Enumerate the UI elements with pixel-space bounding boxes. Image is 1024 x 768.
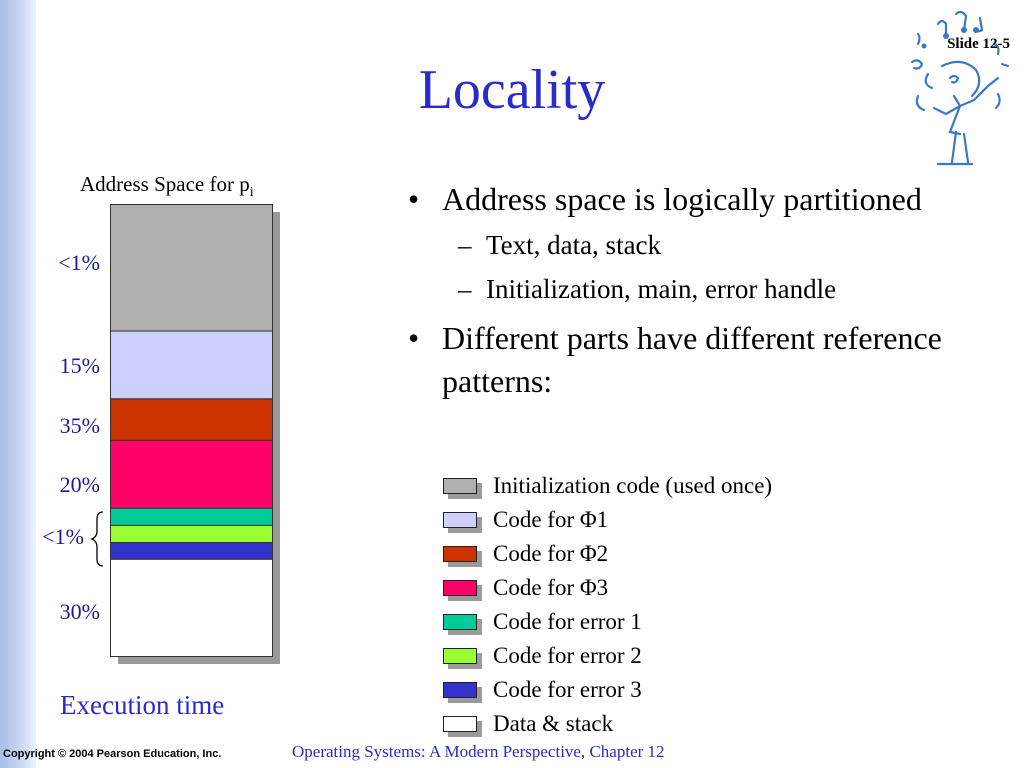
legend-label: Code for Φ3	[493, 575, 609, 600]
slide-number: Slide 12-5	[947, 36, 1010, 52]
execution-time-label: Execution time	[60, 690, 225, 720]
legend-swatch	[443, 614, 477, 630]
sub-bullet-text-data-stack: – Text, data, stack	[408, 223, 1008, 267]
percent-label-phi1: 15%	[59, 353, 100, 378]
legend-label: Initialization code (used once)	[493, 473, 773, 498]
bar-segment-5	[110, 524, 273, 544]
slide-title: Locality	[418, 59, 606, 121]
address-space-subscript: i	[249, 185, 254, 201]
percent-label-errors: <1%	[42, 524, 84, 549]
bar-segment-6	[110, 542, 273, 560]
legend-swatch	[443, 682, 477, 698]
legend-label: Code for error 1	[493, 609, 642, 634]
sub-bullet-glyph: –	[458, 230, 472, 260]
bar-segment-7	[110, 558, 273, 658]
sub-bullet-initialization: – Initialization, main, error handle	[408, 267, 1008, 311]
bullet-glyph: •	[408, 181, 420, 217]
legend-swatch	[443, 716, 477, 732]
bullet-reference-patterns: • Different parts have different referen…	[408, 317, 1008, 403]
legend-swatch	[443, 546, 477, 562]
curly-brace-icon	[90, 511, 104, 567]
legend-swatch	[443, 512, 477, 528]
bar-segment-0	[110, 204, 273, 332]
percent-label-init: <1%	[58, 250, 100, 275]
copyright-notice: Copyright © 2004 Pearson Education, Inc.	[3, 748, 222, 760]
legend-label: Code for Φ2	[493, 541, 609, 566]
percent-label-data: 30%	[59, 599, 100, 624]
legend-swatch	[443, 580, 477, 596]
address-space-bar	[110, 204, 283, 666]
bar-segment-4	[110, 507, 273, 526]
sub-bullet-glyph: –	[458, 274, 472, 304]
percent-label-phi3: 20%	[59, 472, 100, 497]
percent-label-phi2: 35%	[59, 413, 100, 438]
legend-label: Data & stack	[493, 711, 614, 736]
legend-swatch	[443, 648, 477, 664]
address-space-bar-svg	[110, 204, 280, 664]
legend-label: Code for Φ1	[493, 507, 609, 532]
bar-segment-3	[110, 439, 273, 509]
composer-logo-icon	[910, 10, 1010, 166]
bar-segment-1	[110, 330, 273, 400]
address-space-label: Address Space for pi	[80, 172, 254, 201]
legend-label: Code for error 2	[493, 643, 642, 668]
bullet-list: • Address space is logically partitioned…	[408, 178, 1008, 403]
sidebar-gradient	[0, 0, 36, 768]
legend-swatch	[443, 478, 477, 494]
bullet-glyph: •	[408, 320, 420, 356]
legend-label: Code for error 3	[493, 677, 642, 702]
bar-segment-2	[110, 398, 273, 441]
footer-text: Operating Systems: A Modern Perspective,…	[292, 742, 665, 761]
bullet-address-space: • Address space is logically partitioned	[408, 178, 1008, 221]
